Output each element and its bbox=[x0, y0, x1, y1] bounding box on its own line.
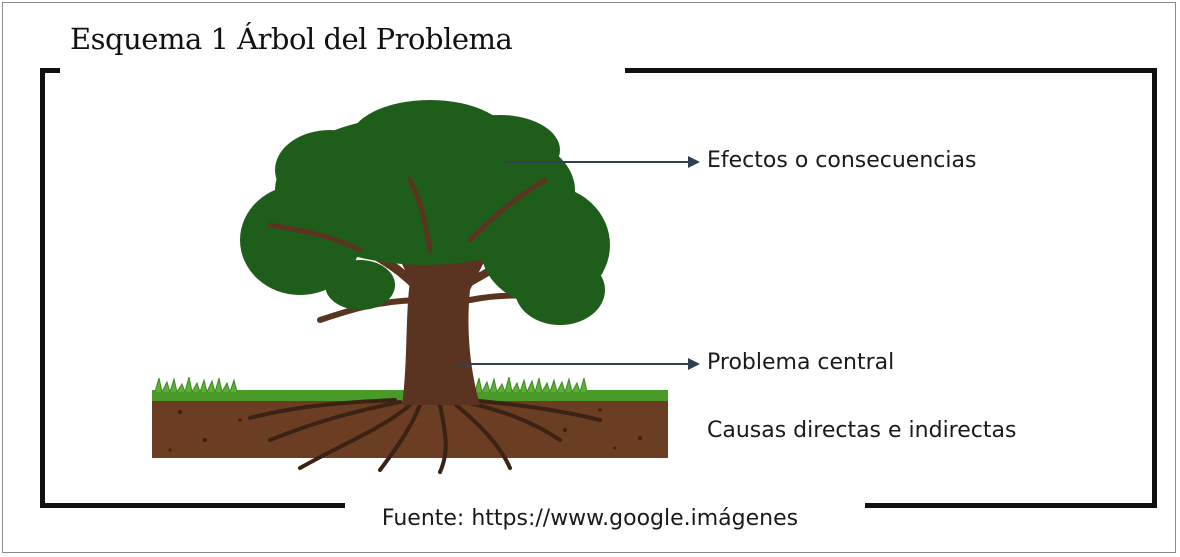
label-effects: Efectos o consecuencias bbox=[707, 148, 977, 173]
label-causes: Causas directas e indirectas bbox=[707, 418, 1017, 443]
title-frame-gap bbox=[60, 60, 625, 76]
arrow-right-icon bbox=[455, 156, 700, 370]
foliage bbox=[240, 100, 610, 325]
figure-source: Fuente: https://www.google.imágenes bbox=[381, 506, 799, 531]
grass-blades bbox=[154, 376, 588, 394]
figure-title: Esquema 1 Árbol del Problema bbox=[60, 22, 523, 56]
label-central-problem: Problema central bbox=[707, 350, 895, 375]
soil-specks bbox=[168, 408, 642, 452]
source-frame-gap bbox=[345, 498, 865, 514]
inner-branches bbox=[267, 177, 548, 253]
